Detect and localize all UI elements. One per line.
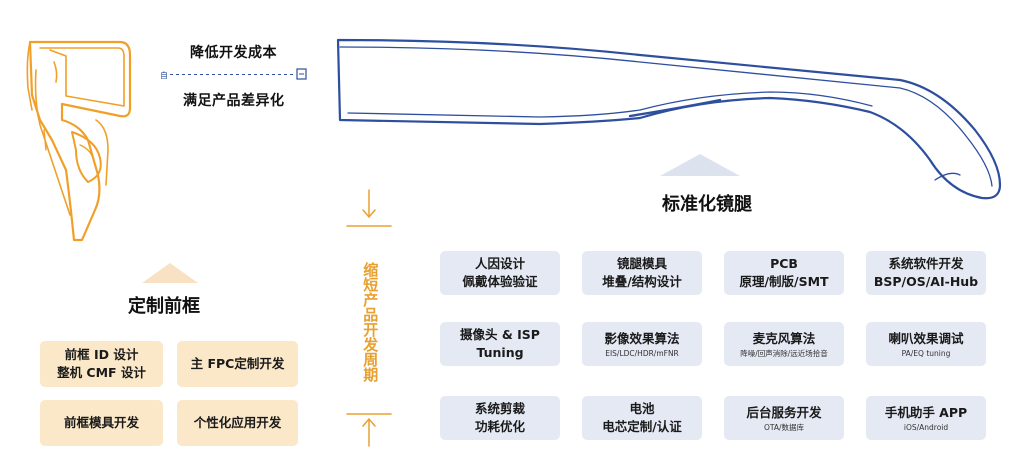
temple-tile: PCB 原理/制版/SMT [724,251,844,295]
svg-text:自: 自 [160,70,168,80]
front-triangle [142,263,198,283]
temple-tile-title: 麦克风算法 [752,330,816,346]
cycle-arrows [346,189,392,447]
temple-tile-title: 影像效果算法 [604,330,680,346]
temple-tile: 系统软件开发 BSP/OS/AI-Hub [866,251,986,295]
temple-tile: 手机助手 APP iOS/Android [866,396,986,440]
temple-tile: 麦克风算法 降噪/回声消除/远近场拾音 [724,322,844,366]
front-tile-app: 个性化应用开发 [177,400,298,446]
temple-tile: 电池 电芯定制/认证 [582,396,702,440]
temple-tile-sub: BSP/OS/AI-Hub [873,274,979,289]
connector-line: 自 [160,68,307,80]
front-tile-fpc: 主 FPC定制开发 [177,341,298,387]
temple-arm-drawing [336,38,1002,200]
temple-tile-sub: 功耗优化 [474,419,525,434]
temple-tile-sub: 电芯定制/认证 [602,419,682,434]
temple-tile-title: PCB [770,256,798,271]
temple-tile-sub: 降噪/回声消除/远近场拾音 [740,348,828,358]
front-tile-line: 个性化应用开发 [193,415,282,430]
temple-tile: 影像效果算法 EIS/LDC/HDR/mFNR [582,322,702,366]
front-tile-line: 前框 ID 设计 [64,347,139,362]
temple-tile: 人因设计 佩戴体验验证 [440,251,560,295]
front-tile-id-cmf: 前框 ID 设计 整机 CMF 设计 [40,341,163,387]
temple-tile-sub: 原理/制版/SMT [739,274,829,289]
temple-tile-sub: EIS/LDC/HDR/mFNR [605,348,679,358]
temple-tile-sub: 佩戴体验验证 [462,274,538,289]
temple-tile-sub: OTA/数据库 [763,422,805,432]
temple-tile-sub: iOS/Android [903,422,949,432]
temple-tile-sub: Tuning [476,345,524,360]
temple-tile-title: 人因设计 [474,256,525,271]
temple-tile-title: 摄像头 & ISP [460,327,540,342]
front-tile-mold: 前框模具开发 [40,400,163,446]
temple-tile-sub: PA/EQ tuning [901,348,951,358]
temple-tile: 镜腿模具 堆叠/结构设计 [582,251,702,295]
front-heading: 定制前框 [128,296,200,317]
temple-tile: 后台服务开发 OTA/数据库 [724,396,844,440]
temple-triangle [660,154,740,176]
temple-heading: 标准化镜腿 [662,194,752,215]
temple-tile-title: 喇叭效果调试 [888,330,964,346]
temple-tile-title: 电池 [629,401,655,416]
temple-tile-title: 系统软件开发 [888,256,964,271]
front-tile-line: 整机 CMF 设计 [57,365,146,380]
temple-tile: 系统剪裁 功耗优化 [440,396,560,440]
temple-tile: 摄像头 & ISP Tuning [440,322,560,366]
goal-differentiation: 满足产品差异化 [183,93,285,109]
cycle-label: 缩短产品开发周期 [361,262,380,382]
temple-tile-title: 系统剪裁 [474,401,525,416]
front-tile-line: 主 FPC定制开发 [190,356,285,371]
temple-tile-title: 手机助手 APP [884,404,968,420]
cycle-label-box: 缩短产品开发周期 [346,233,393,411]
temple-tile-title: 镜腿模具 [616,256,667,271]
frame-front-drawing [26,40,132,242]
front-tile-line: 前框模具开发 [63,415,139,430]
goal-reduce-cost: 降低开发成本 [190,45,277,61]
temple-tile-title: 后台服务开发 [746,404,822,420]
temple-tile-sub: 堆叠/结构设计 [602,274,682,289]
temple-tile: 喇叭效果调试 PA/EQ tuning [866,322,986,366]
